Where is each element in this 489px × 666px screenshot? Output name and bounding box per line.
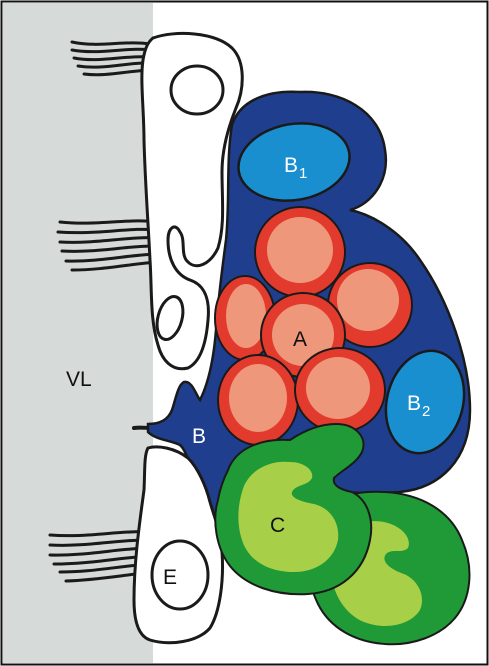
- label-b2-sub: 2: [422, 403, 430, 420]
- label-b1-main: B: [284, 154, 298, 177]
- label-b1-sub: 1: [299, 165, 307, 182]
- cell-a-top: [255, 207, 345, 297]
- label-e: E: [163, 566, 177, 589]
- cell-a-lower-left: [218, 355, 298, 445]
- label-a: A: [293, 328, 307, 351]
- label-vl: VL: [66, 368, 92, 391]
- cell-a-lower-right: [295, 348, 385, 432]
- label-c: C: [270, 514, 285, 537]
- label-b2-main: B: [407, 392, 421, 415]
- label-b: B: [192, 425, 206, 448]
